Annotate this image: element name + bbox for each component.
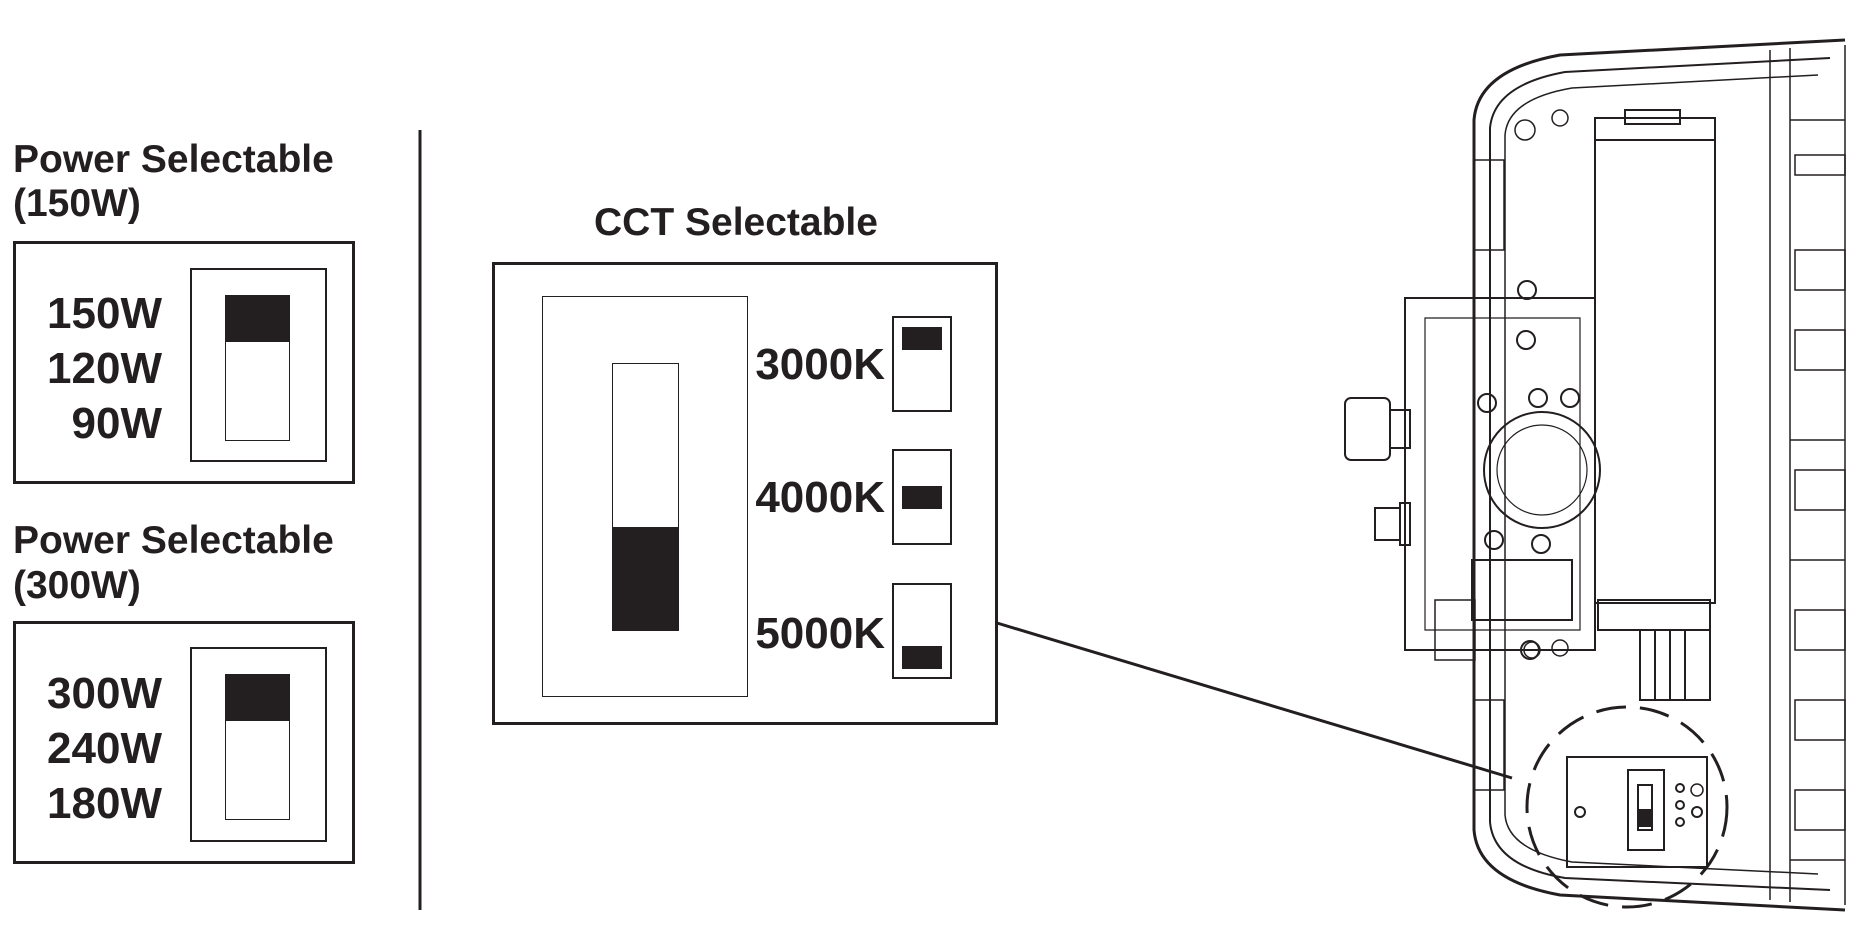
cct-indicator-5000k-mark [902, 646, 942, 669]
cct-indicator-4000k-mark [902, 486, 942, 509]
cct-switch-housing [542, 296, 748, 697]
leader-line [996, 621, 1513, 780]
fixture-driver [1594, 109, 1716, 631]
cct-indicator-5000k [892, 583, 952, 679]
power-150-option-2: 120W [47, 344, 162, 393]
cct-indicator-3000k [892, 316, 952, 412]
fixture-inner-housing-2 [1504, 74, 1819, 875]
cct-switch-knob [613, 527, 678, 630]
fixture-outer-housing [1472, 38, 1846, 912]
cct-indicator-4000k [892, 449, 952, 545]
fixture-detail-callout-circle [1525, 705, 1729, 909]
cct-indicator-3000k-mark [902, 327, 942, 350]
fixture-terminal [1639, 629, 1711, 701]
power-300-option-2: 240W [47, 724, 162, 773]
cct-title: CCT Selectable [594, 201, 878, 244]
fixture-screws [1514, 109, 1704, 797]
cct-switch-slot[interactable] [612, 363, 679, 631]
cct-option-5000k: 5000K [755, 609, 885, 658]
power-300-switch-slot[interactable] [225, 674, 290, 820]
power-150-switch-housing [190, 268, 327, 462]
power-150-switch-slot[interactable] [225, 295, 290, 441]
fixture-fins [1769, 45, 1846, 905]
power-300-title-line2: (300W) [13, 564, 141, 607]
power-300-panel: 300W 240W 180W [13, 621, 355, 864]
power-300-switch-housing [190, 647, 327, 842]
power-300-switch-knob [226, 675, 289, 721]
cct-panel: 3000K 4000K 5000K [492, 262, 998, 725]
power-150-option-1: 150W [47, 289, 162, 338]
fixture-inner-housing [1489, 57, 1831, 891]
power-150-title-line2: (150W) [13, 182, 141, 225]
power-300-title-line1: Power Selectable [13, 519, 334, 562]
power-150-title-line1: Power Selectable [13, 138, 334, 181]
fixture-cable-gland [1344, 397, 1411, 546]
fixture-side-tabs [1434, 159, 1505, 791]
power-300-option-1: 300W [47, 669, 162, 718]
fixture-switch-detail [1566, 756, 1708, 868]
power-150-panel: 150W 120W 90W [13, 241, 355, 484]
cct-option-4000k: 4000K [755, 473, 885, 522]
power-150-option-3: 90W [71, 399, 162, 448]
power-300-option-3: 180W [47, 779, 162, 828]
power-150-switch-knob [226, 296, 289, 342]
cct-option-3000k: 3000K [755, 340, 885, 389]
fixture-bracket [1404, 280, 1601, 660]
